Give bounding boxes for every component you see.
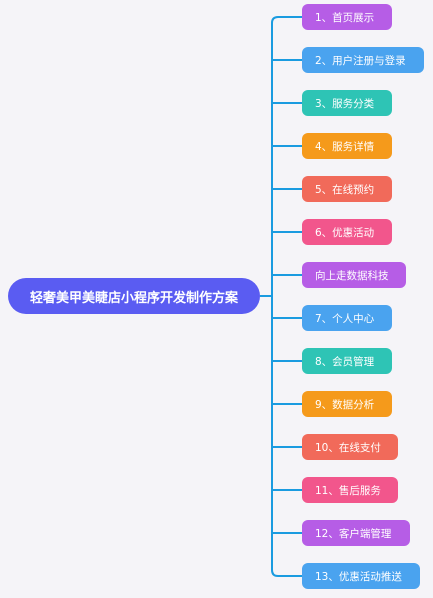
branch-node[interactable]: 13、优惠活动推送 bbox=[302, 563, 420, 589]
branch-node[interactable]: 1、首页展示 bbox=[302, 4, 392, 30]
trunk-connector bbox=[271, 16, 302, 577]
branch-node[interactable]: 9、数据分析 bbox=[302, 391, 392, 417]
branch-node[interactable]: 12、客户端管理 bbox=[302, 520, 410, 546]
branch-node[interactable]: 6、优惠活动 bbox=[302, 219, 392, 245]
root-topic[interactable]: 轻奢美甲美睫店小程序开发制作方案 bbox=[8, 278, 260, 314]
branch-node[interactable]: 8、会员管理 bbox=[302, 348, 392, 374]
branch-node[interactable]: 5、在线预约 bbox=[302, 176, 392, 202]
branch-node[interactable]: 10、在线支付 bbox=[302, 434, 398, 460]
branch-node[interactable]: 4、服务详情 bbox=[302, 133, 392, 159]
branch-node[interactable]: 3、服务分类 bbox=[302, 90, 392, 116]
branch-node[interactable]: 7、个人中心 bbox=[302, 305, 392, 331]
branch-node[interactable]: 向上走数据科技 bbox=[302, 262, 406, 288]
branch-node[interactable]: 11、售后服务 bbox=[302, 477, 398, 503]
branch-node[interactable]: 2、用户注册与登录 bbox=[302, 47, 424, 73]
